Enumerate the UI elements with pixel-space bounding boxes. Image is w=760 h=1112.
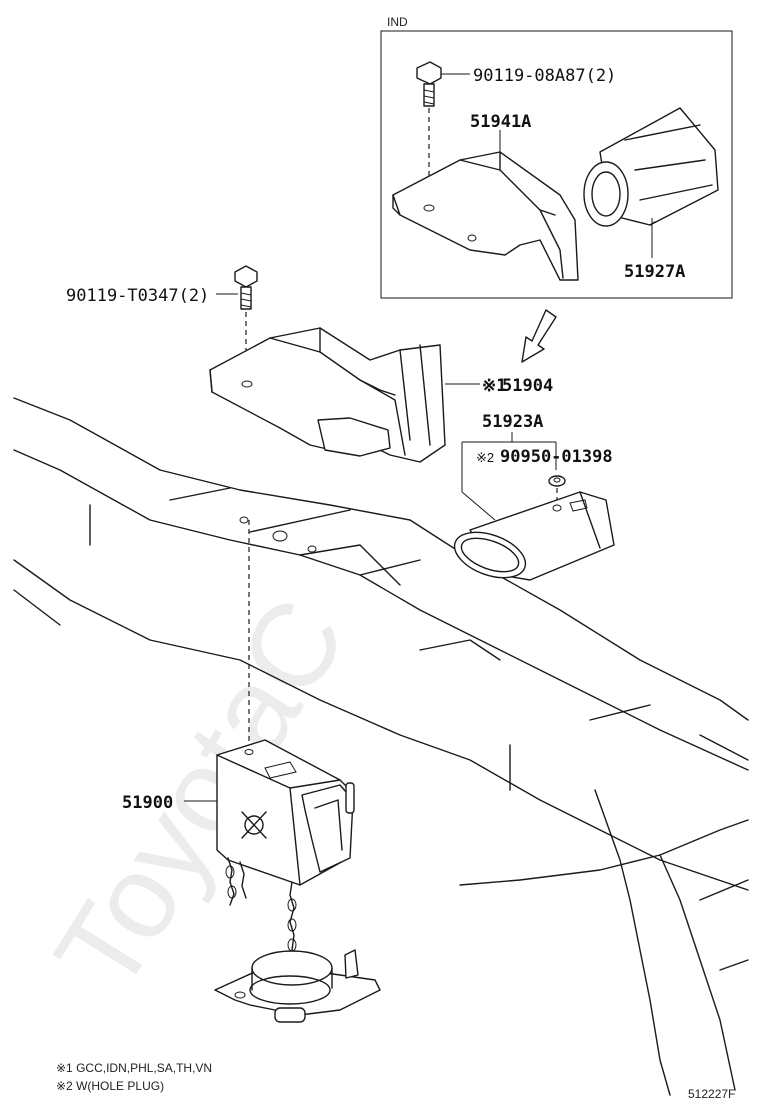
cap-inset-icon — [583, 107, 719, 227]
label-bolt-inset: 90119-08A87(2) — [473, 66, 616, 86]
label-carrier: 51900 — [122, 793, 173, 813]
note-1: ※1 GCC,IDN,PHL,SA,TH,VN — [56, 1061, 212, 1075]
label-plug-mark: ※2 — [476, 450, 494, 465]
leader-cover-diag — [461, 491, 496, 521]
label-bracket-main: 51904 — [502, 376, 553, 396]
carrier-icon — [214, 739, 381, 1023]
label-plug: 90950-01398 — [500, 447, 613, 467]
vehicle-frame — [13, 397, 749, 1096]
label-bracket-main-mark: ※1 — [482, 376, 506, 396]
bolt-inset-icon — [416, 61, 442, 200]
arrow-down-icon — [521, 309, 557, 363]
page-code: 512227F — [688, 1087, 735, 1101]
note-2: ※2 W(HOLE PLUG) — [56, 1079, 164, 1093]
label-cap-inset: 51927A — [624, 262, 685, 282]
inset-box: IND 90119 — [380, 15, 733, 299]
bracket-inset-icon — [392, 151, 579, 281]
label-bracket-inset: 51941A — [470, 112, 531, 132]
label-bolt-main: 90119-T0347(2) — [66, 286, 209, 306]
cover-icon — [453, 491, 615, 581]
bolt-main-icon — [234, 265, 258, 385]
inset-title: IND — [387, 15, 408, 29]
bracket-main-icon — [209, 327, 446, 463]
label-cover: 51923A — [482, 412, 543, 432]
